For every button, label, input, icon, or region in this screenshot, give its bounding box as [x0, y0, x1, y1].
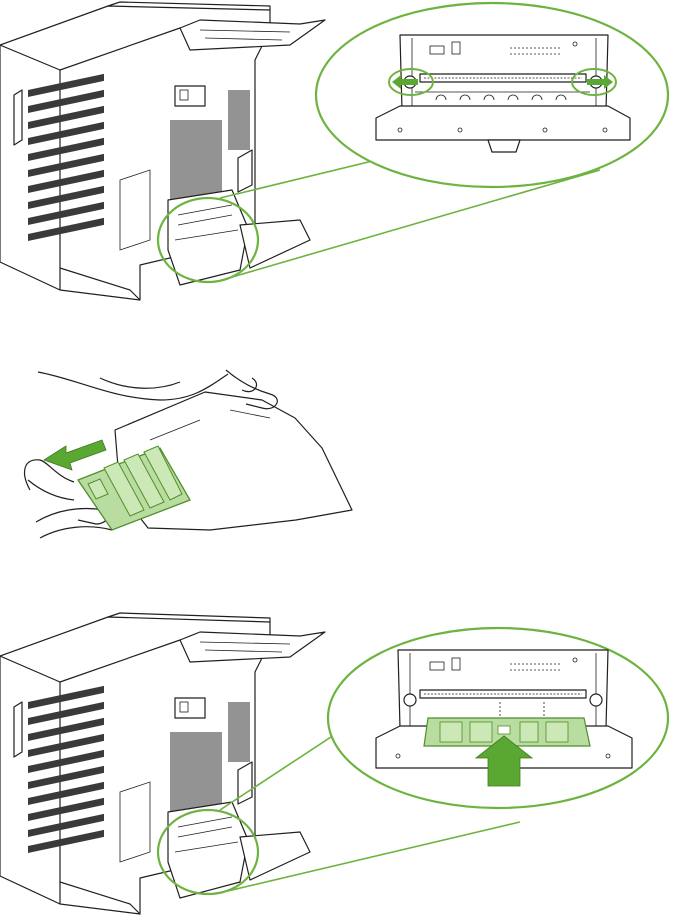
latch-right [590, 694, 602, 706]
power-socket [175, 698, 205, 718]
printer-body [0, 2, 325, 300]
step-3-insert-dimm-illustration [0, 610, 683, 921]
step-1-release-latches-illustration [0, 0, 683, 310]
latch-left [404, 694, 416, 706]
step-1-svg [0, 0, 683, 310]
pull-left-arrow-icon [44, 440, 106, 470]
output-tray [180, 20, 325, 50]
output-tray [180, 632, 325, 662]
step-2-remove-dimm-illustration [0, 360, 683, 560]
step-3-svg [0, 610, 683, 921]
dimm-slot-detail [376, 35, 630, 152]
power-socket [175, 86, 205, 106]
step-2-svg [0, 360, 683, 560]
